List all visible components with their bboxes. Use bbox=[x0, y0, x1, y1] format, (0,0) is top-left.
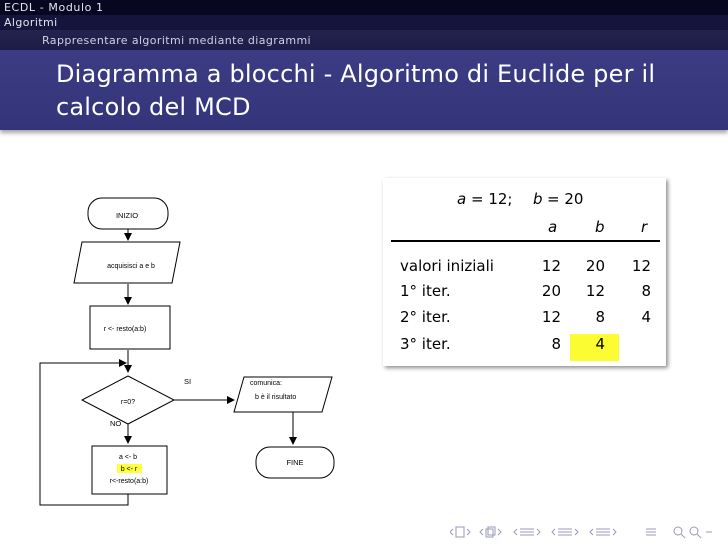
caption-b: b bbox=[533, 190, 543, 208]
nav-align-icon[interactable] bbox=[646, 528, 656, 536]
input-label: acquisisci a e b bbox=[107, 263, 155, 270]
loop-back-arrow bbox=[39, 359, 129, 506]
end-terminal bbox=[255, 446, 335, 479]
remainder-label: r <- resto(a:b) bbox=[104, 326, 147, 333]
no-label: NO bbox=[110, 419, 121, 428]
assign-b-highlight bbox=[117, 464, 142, 473]
cell-b: 20 bbox=[585, 257, 605, 275]
cell-b: 4 bbox=[595, 335, 605, 353]
nav-prev-frame-icon[interactable] bbox=[479, 526, 502, 538]
start-label: INIZIO bbox=[116, 211, 138, 220]
navigation-icons bbox=[449, 526, 712, 539]
cell-r: 8 bbox=[641, 282, 651, 300]
header-course-bar: ECDL - Modulo 1 bbox=[0, 0, 728, 15]
cell-r: 4 bbox=[641, 308, 651, 326]
end-label: FINE bbox=[286, 458, 303, 467]
assign-a-label: a <- b bbox=[119, 454, 137, 461]
flowchart: INIZIO acquisisci a e b r <- resto(a:b) … bbox=[39, 197, 335, 506]
remainder-block bbox=[89, 305, 171, 350]
nav-first-icon[interactable] bbox=[449, 526, 471, 538]
nav-search-icon[interactable] bbox=[673, 526, 712, 539]
cell-b: 8 bbox=[595, 308, 605, 326]
caption-a: a bbox=[457, 190, 467, 208]
frame-title-bar: Diagramma a blocchi - Algoritmo di Eucli… bbox=[0, 50, 728, 130]
col-header-r: r bbox=[641, 218, 648, 236]
result-highlight bbox=[570, 334, 619, 361]
input-block bbox=[73, 241, 181, 284]
row-label: 3° iter. bbox=[400, 335, 451, 353]
nav-prev-section-icon[interactable] bbox=[551, 528, 579, 536]
subsection-title[interactable]: Rappresentare algoritmi mediante diagram… bbox=[42, 34, 312, 47]
output-label-2: b è il risultato bbox=[255, 394, 296, 401]
output-block bbox=[233, 376, 333, 413]
cell-a: 12 bbox=[541, 308, 561, 326]
cell-a: 20 bbox=[541, 282, 561, 300]
caption-a-value: = 12; bbox=[471, 190, 513, 208]
cell-a: 8 bbox=[551, 335, 561, 353]
yes-label: SI bbox=[184, 377, 191, 386]
decision-label: r=0? bbox=[121, 399, 135, 406]
header-rule bbox=[391, 240, 660, 242]
cell-r: 12 bbox=[631, 257, 651, 275]
cell-b: 12 bbox=[585, 282, 605, 300]
header-subsection-bar: Rappresentare algoritmi mediante diagram… bbox=[0, 30, 728, 50]
row-label: 1° iter. bbox=[400, 282, 451, 300]
navigation-bar bbox=[449, 524, 720, 540]
output-label-1: comunica: bbox=[250, 380, 282, 387]
row-label: 2° iter. bbox=[400, 308, 451, 326]
assign-b-label: b <- r bbox=[121, 466, 138, 473]
row-label: valori iniziali bbox=[400, 257, 494, 275]
section-title[interactable]: Algoritmi bbox=[4, 16, 58, 29]
header-section-bar: Algoritmi bbox=[0, 15, 728, 30]
assign-r-label: r<-resto(a:b) bbox=[110, 478, 149, 485]
nav-next-frame-icon[interactable] bbox=[513, 528, 541, 536]
iteration-table: a = 12; b = 20 a b r valori iniziali 12 … bbox=[383, 178, 666, 366]
col-header-b: b bbox=[595, 218, 605, 236]
cell-a: 12 bbox=[541, 257, 561, 275]
frame-title: Diagramma a blocchi - Algoritmo di Eucli… bbox=[56, 60, 656, 121]
course-title[interactable]: ECDL - Modulo 1 bbox=[4, 1, 104, 14]
caption-b-value: = 20 bbox=[547, 190, 584, 208]
col-header-a: a bbox=[548, 218, 558, 236]
nav-next-section-icon[interactable] bbox=[589, 528, 617, 536]
